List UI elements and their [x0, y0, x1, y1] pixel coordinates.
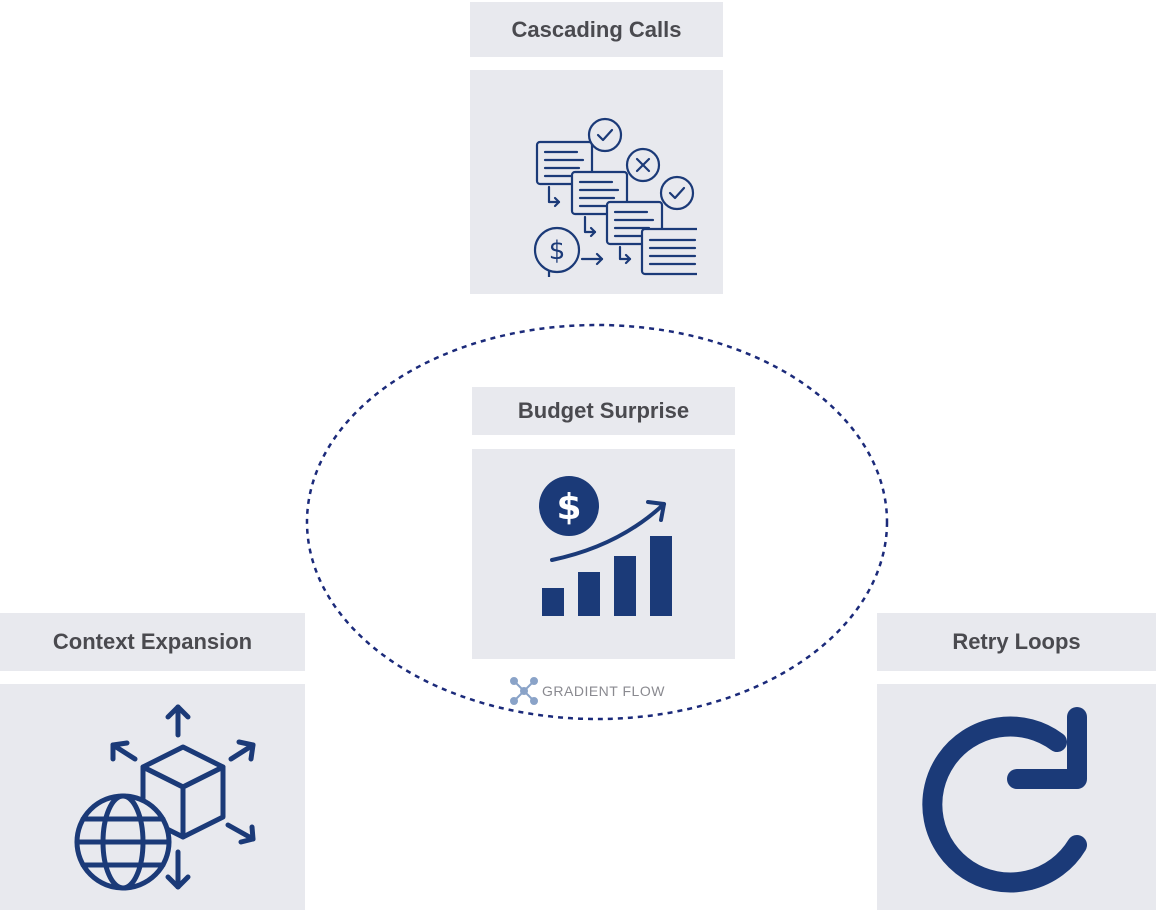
- gradient-flow-logo: [510, 677, 538, 705]
- cascading-calls-label: Cascading Calls: [470, 2, 723, 57]
- cascading-calls-tile: $: [470, 70, 723, 294]
- budget-surprise-label: Budget Surprise: [472, 387, 735, 435]
- svg-text:$: $: [548, 236, 565, 266]
- context-expansion-tile: [0, 684, 305, 910]
- context-expansion-label: Context Expansion: [0, 613, 305, 671]
- retry-arrow-icon: [921, 707, 1087, 893]
- retry-loops-label: Retry Loops: [877, 613, 1156, 671]
- svg-text:$: $: [556, 487, 581, 528]
- gradient-flow-watermark: GRADIENT FLOW: [510, 674, 665, 708]
- watermark-text: GRADIENT FLOW: [542, 683, 665, 699]
- retry-loops-tile: [877, 684, 1156, 910]
- cascading-calls-icon: $: [533, 117, 697, 277]
- budget-surprise-tile: $: [472, 449, 735, 659]
- rising-cost-chart-icon: $: [538, 476, 672, 616]
- globe-box-expansion-icon: [74, 704, 255, 891]
